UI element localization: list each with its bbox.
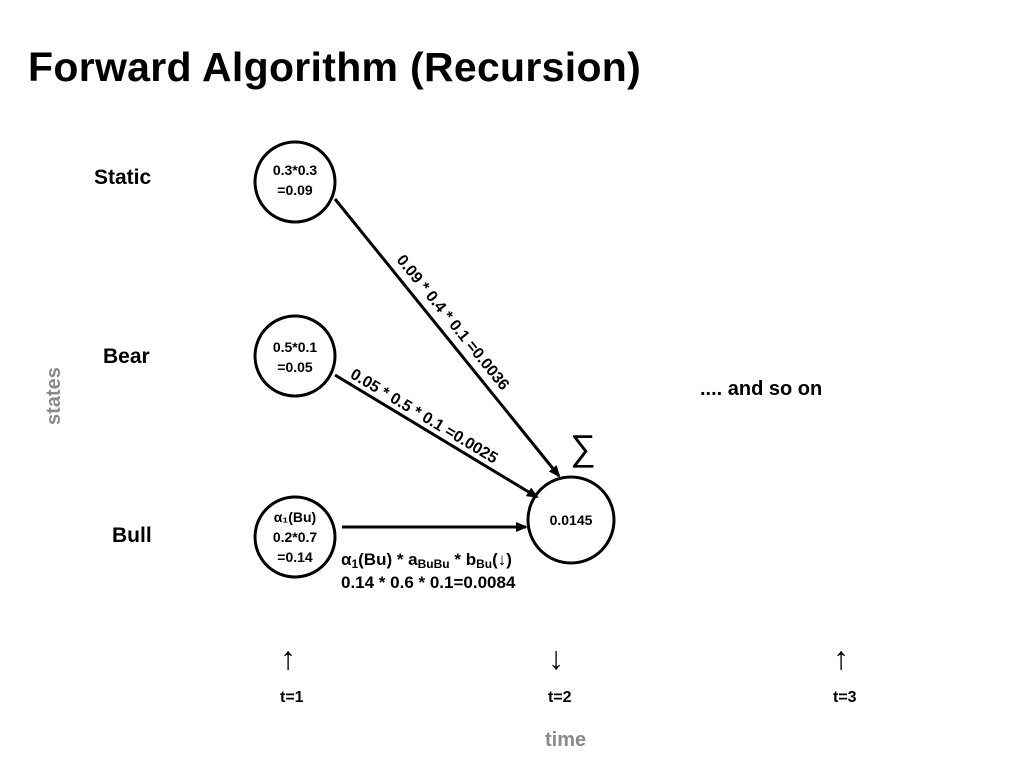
formula-alpha-rest: (Bu) * a — [358, 550, 418, 569]
time-label-t2: t=2 — [548, 689, 572, 706]
node-bull-t1-line2: 0.2*0.7 — [272, 529, 318, 545]
node-bear-t1-text: 0.5*0.1 =0.05 — [255, 337, 335, 377]
time-axis-label: time — [545, 729, 587, 751]
sum-symbol: ∑ — [570, 427, 596, 468]
time-label-t3: t=3 — [833, 689, 857, 706]
node-bull-t1-line3: =0.14 — [277, 549, 313, 565]
state-label-bull: Bull — [112, 524, 152, 547]
observation-up-arrow-t1: ↑ — [280, 640, 296, 676]
formula-alpha: α — [341, 550, 352, 569]
node-static-t1-text: 0.3*0.3 =0.09 — [255, 160, 335, 200]
edge-bear-to-bull — [334, 373, 539, 499]
state-label-bear: Bear — [103, 345, 150, 368]
formula-line1: α1(Bu) * aBuBu * bBu(↓) — [341, 549, 512, 575]
formula-alpha-sub: 1 — [351, 557, 359, 571]
node-bull-t2-text: 0.0145 — [528, 510, 614, 530]
node-static-t1-line1: 0.3*0.3 — [272, 162, 318, 178]
and-so-on-text: .... and so on — [700, 378, 823, 400]
edge-static-to-bull — [333, 198, 561, 478]
node-bull-t2-value: 0.0145 — [549, 512, 593, 528]
node-bull-t1-text: α₁(Bu) 0.2*0.7 =0.14 — [255, 507, 335, 567]
node-bull-t1 — [253, 495, 337, 579]
page-title: Forward Algorithm (Recursion) — [28, 44, 642, 90]
formula-a-sub: BuBu — [417, 557, 450, 571]
observation-down-arrow-t2: ↓ — [548, 640, 564, 676]
node-static-t1 — [253, 140, 337, 224]
formula-b-sub: Bu — [476, 557, 493, 571]
formula-line2: 0.14 * 0.6 * 0.1=0.0084 — [341, 573, 516, 592]
node-bull-t2 — [526, 475, 616, 565]
node-bull-t1-line1: α₁(Bu) — [273, 509, 317, 525]
formula-b: * b — [449, 550, 477, 569]
observation-up-arrow-t3: ↑ — [833, 640, 849, 676]
node-bear-t1-line2: =0.05 — [277, 359, 313, 375]
state-label-static: Static — [94, 166, 152, 189]
node-bear-t1-line1: 0.5*0.1 — [272, 339, 318, 355]
formula-b-rest: (↓) — [492, 550, 512, 569]
node-bear-t1 — [253, 314, 337, 398]
node-static-t1-line2: =0.09 — [277, 182, 313, 198]
time-label-t1: t=1 — [280, 689, 304, 706]
